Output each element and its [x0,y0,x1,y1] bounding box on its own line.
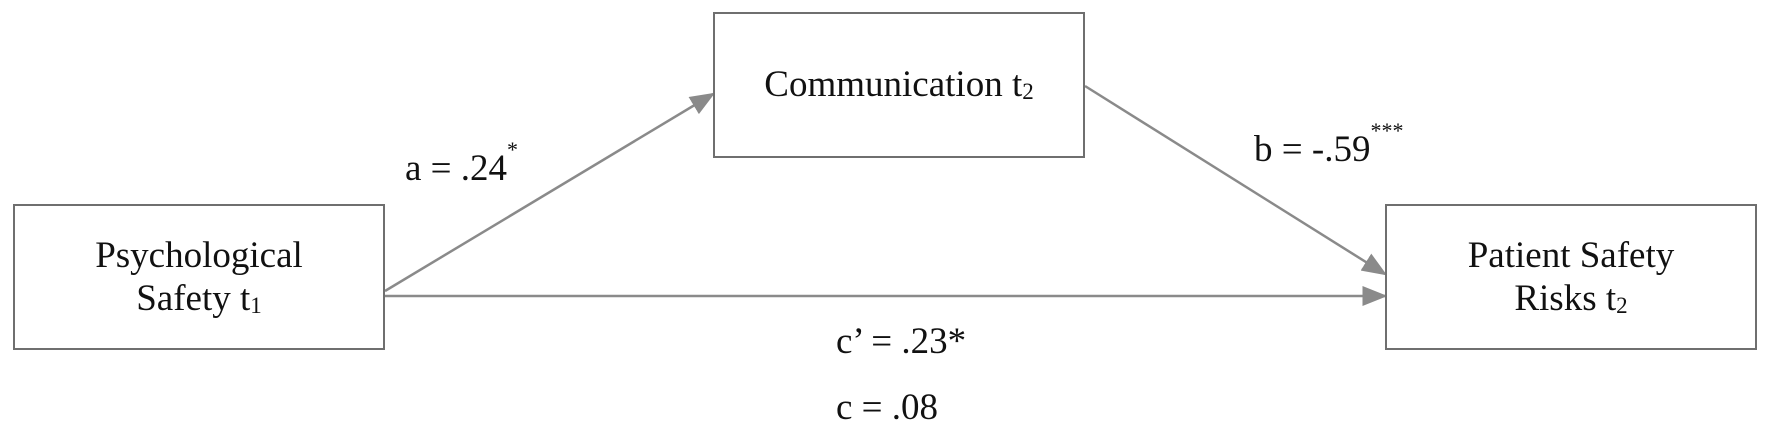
path-a-significance: * [507,137,519,162]
predictor-label-line2: Safety t1 [136,278,262,319]
path-b-coefficient: b = -.59*** [1254,118,1404,171]
mediator-box-communication: Communication t2 [713,12,1085,158]
arrow-b-path [1084,84,1388,276]
path-c-prime-coefficient: c’ = .23* [836,321,967,362]
predictor-box-psychological-safety: Psychological Safety t1 [13,204,385,350]
outcome-label-line2: Risks t2 [1514,278,1628,319]
path-a-coefficient: a = .24* [405,137,519,190]
outcome-box-patient-safety-risks: Patient Safety Risks t2 [1385,204,1757,350]
path-b-significance: *** [1370,118,1404,143]
outcome-label-line1: Patient Safety [1467,234,1675,276]
mediator-label: Communication t2 [764,64,1034,106]
predictor-label-line1: Psychological [95,234,303,276]
path-c-total-coefficient: c = .08 [836,387,939,428]
arrow-a-path [384,92,716,293]
